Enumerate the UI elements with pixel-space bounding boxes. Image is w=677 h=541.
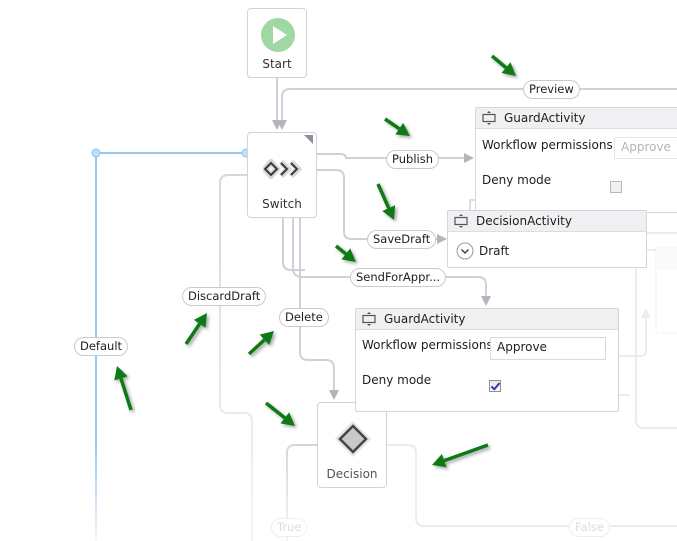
diamond-icon (335, 421, 371, 457)
connector-preview[interactable] (277, 88, 677, 130)
switch-label: Switch (262, 197, 302, 211)
collapse-expand-icon[interactable] (454, 214, 468, 228)
annotation-arrows (114, 54, 516, 468)
decision-label: Decision (326, 467, 378, 481)
transition-discarddraft[interactable]: DiscardDraft (182, 287, 267, 306)
connector-to-decision[interactable] (299, 218, 339, 400)
guard-activity-1-title: GuardActivity (504, 111, 586, 125)
connector-false[interactable] (387, 444, 677, 527)
guard-activity-1[interactable]: GuardActivity Workflow permissions Appro… (475, 107, 677, 213)
connector-discarddraft[interactable] (219, 174, 253, 541)
start-label: Start (262, 57, 292, 71)
switch-node[interactable]: Switch (247, 132, 317, 218)
collapse-expand-icon[interactable] (482, 111, 496, 125)
guard-activity-2-permissions-label: Workflow permissions (362, 338, 493, 352)
guard-activity-1-header[interactable]: GuardActivity (476, 108, 677, 129)
arrow-to-sendforapproval (334, 244, 356, 262)
guard-activity-2-header[interactable]: GuardActivity (356, 309, 618, 330)
transition-preview[interactable]: Preview (523, 80, 580, 99)
switch-icon (263, 159, 303, 179)
connector-publish[interactable] (317, 153, 474, 163)
faded-activity (655, 247, 677, 334)
chevron-down-circle-icon[interactable] (456, 242, 474, 260)
arrow-to-decision (264, 401, 295, 426)
transition-false[interactable]: False (569, 518, 610, 537)
connector-true[interactable] (286, 444, 318, 541)
collapse-expand-icon[interactable] (362, 312, 376, 326)
decision-activity-value: Draft (479, 244, 510, 258)
arrow-to-default (114, 366, 133, 411)
transition-true[interactable]: True (271, 518, 308, 537)
transition-delete[interactable]: Delete (279, 308, 329, 327)
connector-handle-start[interactable] (91, 148, 101, 158)
connector-savedraft[interactable] (317, 169, 447, 244)
decision-activity[interactable]: DecisionActivity Draft (447, 210, 647, 268)
arrow-to-publish (384, 117, 410, 136)
guard-activity-1-deny-checkbox[interactable] (610, 181, 622, 193)
guard-activity-2-deny-label: Deny mode (362, 373, 432, 387)
transition-default[interactable]: Default (74, 337, 129, 356)
arrow-to-false (432, 443, 489, 468)
arrow-to-preview (490, 54, 516, 76)
arrow-to-savedraft (376, 183, 396, 220)
guard-activity-1-permissions-input[interactable]: Approve (614, 137, 677, 159)
corner-indicator-icon (304, 135, 313, 144)
arrow-to-discarddraft (184, 313, 207, 345)
transition-sendforapproval[interactable]: SendForAppr... (350, 268, 447, 287)
guard-activity-2-deny-checkbox[interactable] (489, 380, 501, 392)
guard-activity-2-title: GuardActivity (384, 312, 466, 326)
start-node[interactable]: Start (247, 8, 307, 78)
arrow-to-delete (247, 331, 274, 356)
play-icon (261, 18, 295, 52)
guard-activity-1-permissions-label: Workflow permissions (482, 138, 613, 152)
decision-node[interactable]: Decision (317, 402, 387, 488)
transition-publish[interactable]: Publish (386, 150, 439, 169)
guard-activity-2[interactable]: GuardActivity Workflow permissions Appro… (355, 308, 619, 412)
guard-activity-2-permissions-input[interactable]: Approve (490, 337, 606, 360)
default-connector[interactable] (91, 148, 251, 541)
guard-activity-1-deny-label: Deny mode (482, 173, 552, 187)
decision-activity-header[interactable]: DecisionActivity (448, 211, 646, 232)
transition-savedraft[interactable]: SaveDraft (367, 230, 437, 249)
connector-delete[interactable] (282, 218, 305, 271)
decision-activity-title: DecisionActivity (476, 214, 572, 228)
